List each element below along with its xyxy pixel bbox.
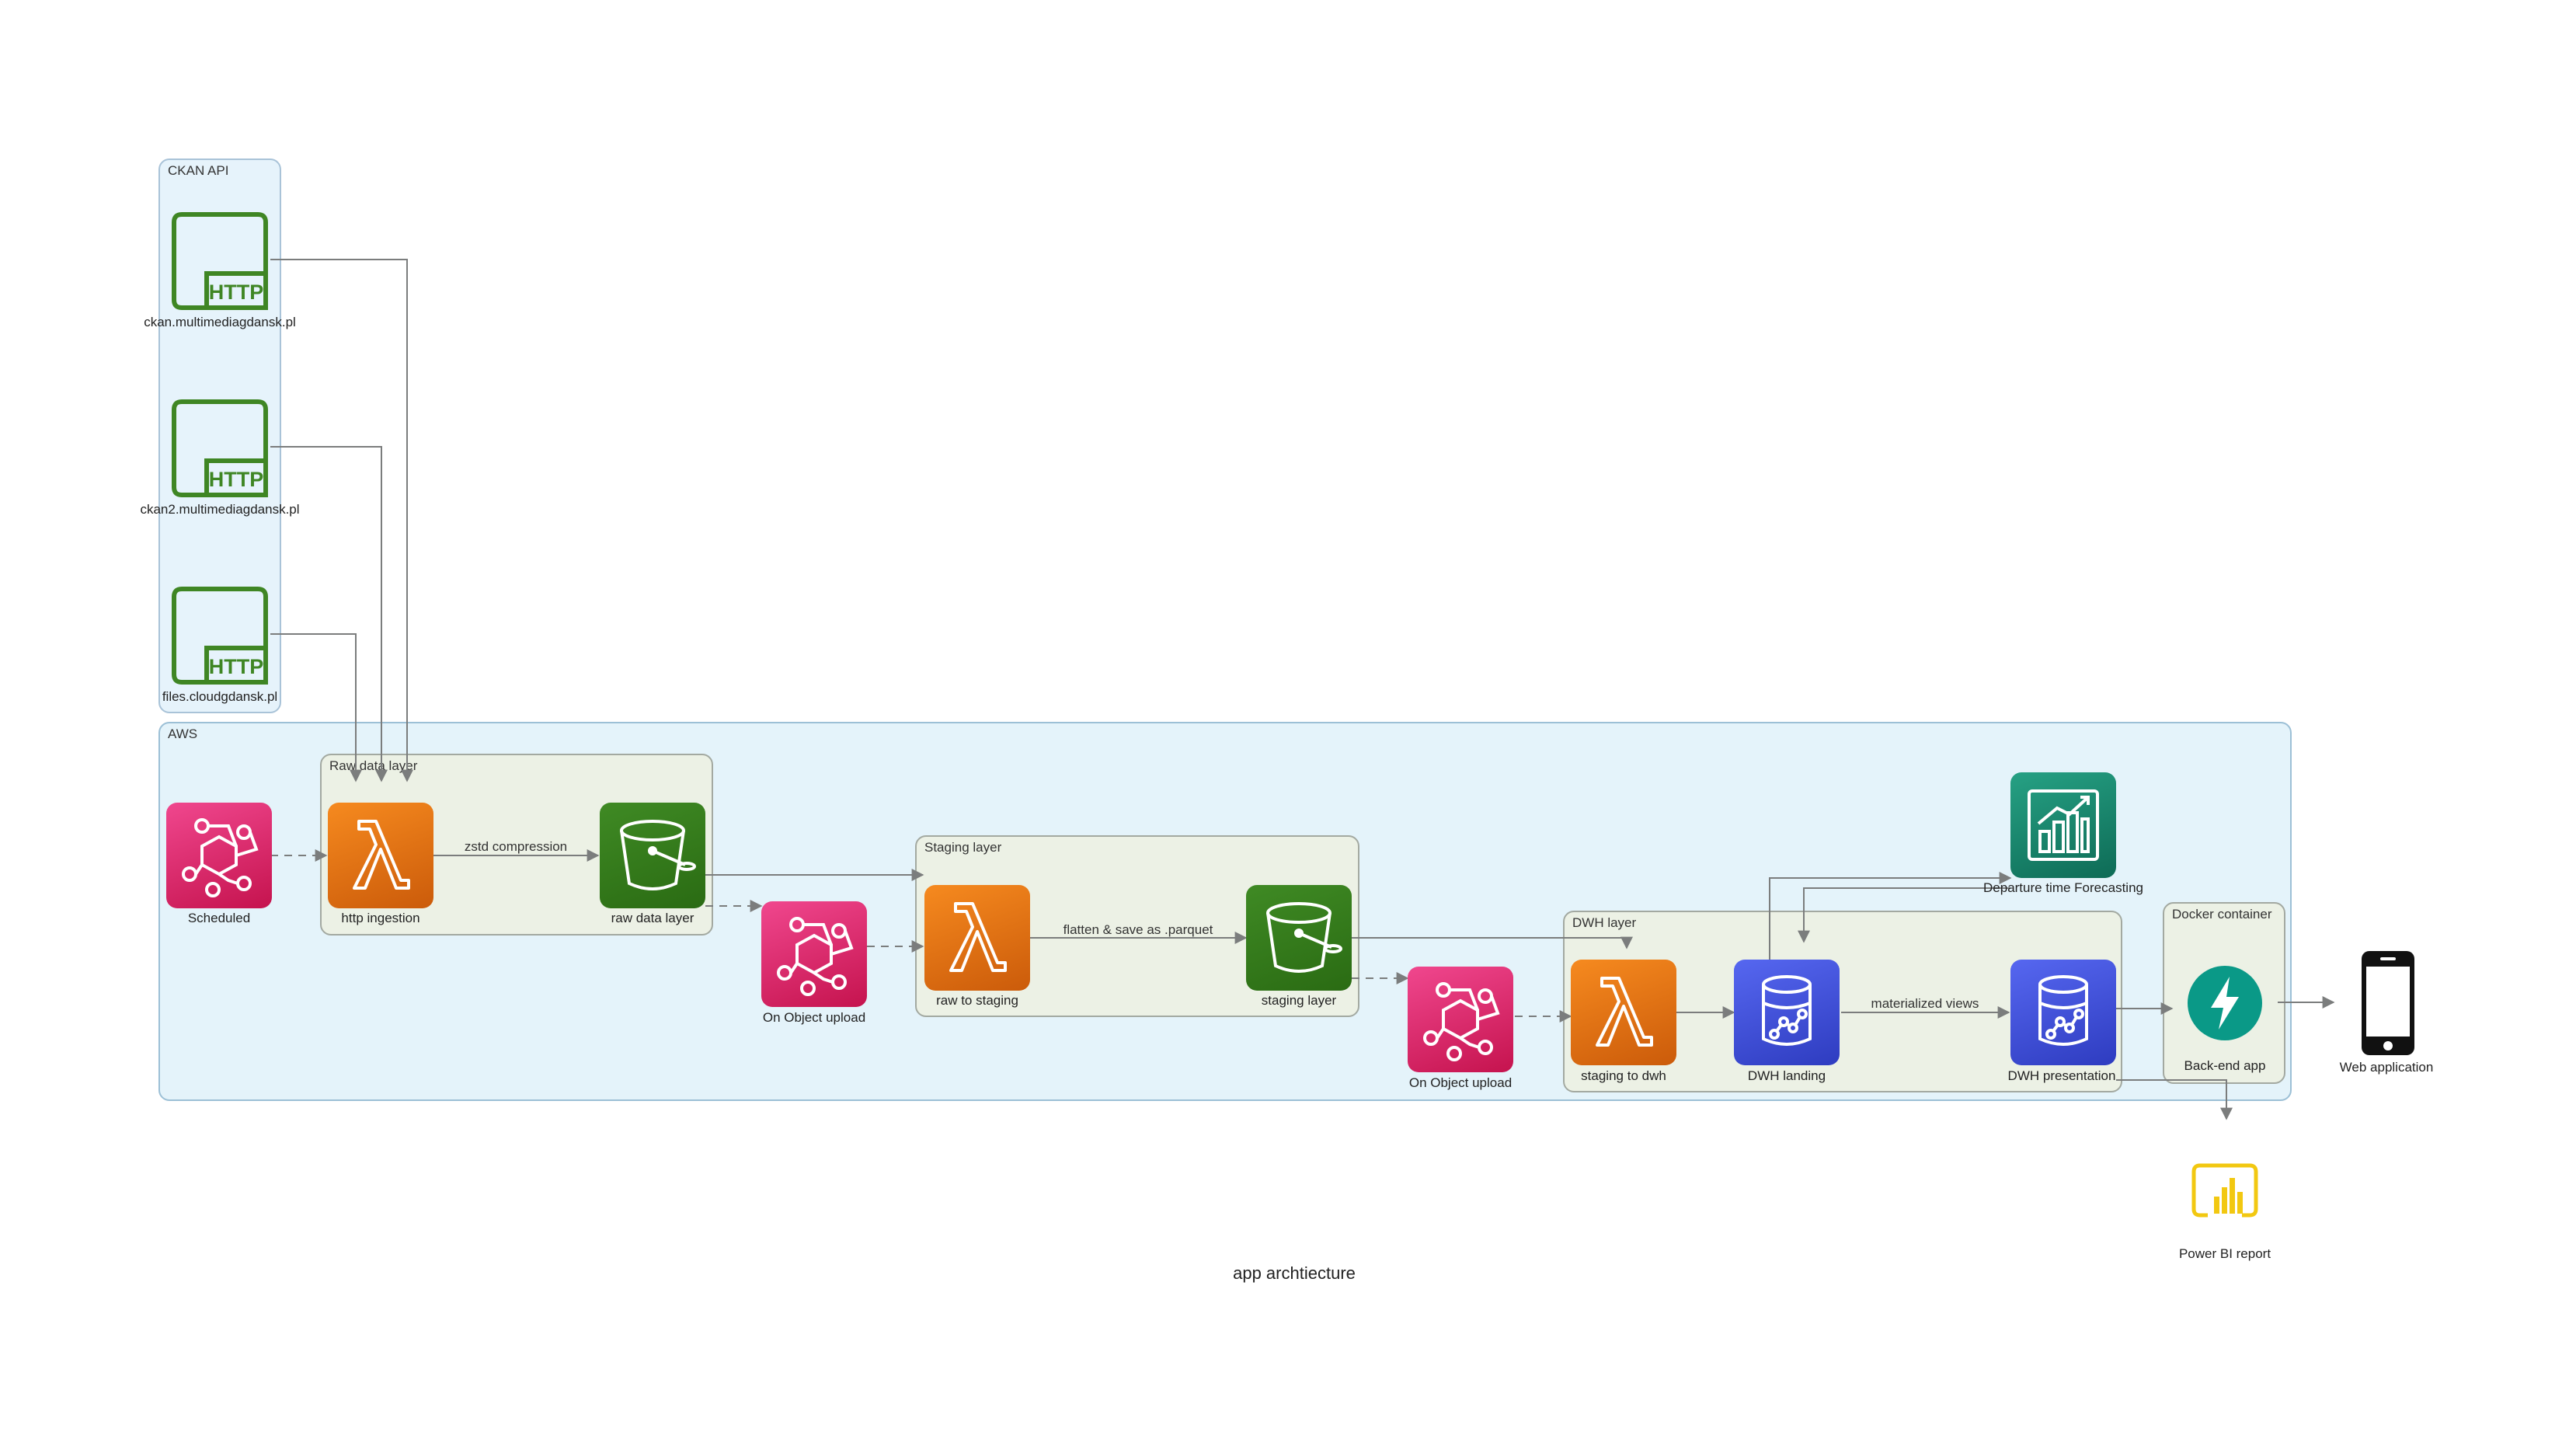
edge-forecast-to-landing	[1798, 887, 2010, 943]
node-label-ckan1: ckan.multimediagdansk.pl	[144, 315, 296, 329]
mobile-icon	[2358, 949, 2418, 1058]
http-icon: HTTP	[172, 587, 268, 685]
lambda-icon	[1571, 960, 1676, 1065]
edge-ckan2-ingestion	[270, 446, 388, 782]
eventbridge-icon	[761, 901, 867, 1007]
cluster-label: CKAN API	[168, 163, 229, 178]
node-label-scheduled: Scheduled	[187, 911, 251, 925]
node-label-power-bi: Power BI report	[2178, 1246, 2271, 1261]
cluster-label: Raw data layer	[329, 758, 418, 773]
svg-text:HTTP: HTTP	[209, 655, 264, 678]
powerbi-icon	[2189, 1161, 2261, 1223]
node-label-dwh-presentation: DWH presentation	[2007, 1068, 2116, 1083]
node-label-staging-layer: staging layer	[1261, 993, 1337, 1008]
cluster-label: Docker container	[2172, 907, 2272, 922]
forecast-icon	[2010, 772, 2116, 878]
edge-staging-to-dwh-cluster	[1352, 936, 1633, 949]
fastapi-icon	[2188, 966, 2262, 1040]
http-icon: HTTP	[172, 212, 268, 310]
cluster-ckan-api: CKAN API	[158, 159, 281, 713]
node-label-raw-data-layer: raw data layer	[611, 911, 694, 925]
node-label-on-upload-1: On Object upload	[762, 1010, 866, 1025]
edge-landing-to-forecast	[1769, 872, 2012, 961]
svg-text:HTTP: HTTP	[209, 468, 264, 491]
http-icon: HTTP	[172, 399, 268, 497]
lambda-icon	[924, 885, 1030, 991]
cluster-label: Staging layer	[924, 840, 1002, 855]
node-label-backend: Back-end app	[2184, 1058, 2266, 1073]
svg-text:HTTP: HTTP	[209, 280, 264, 304]
lambda-icon	[328, 803, 433, 908]
node-label-raw-to-staging: raw to staging	[936, 993, 1018, 1008]
node-label-http-ingestion: http ingestion	[341, 911, 420, 925]
cluster-label: DWH layer	[1572, 915, 1637, 930]
edge-files-ingestion	[270, 633, 362, 782]
s3-bucket-icon	[1246, 885, 1352, 991]
http-node-files: HTTP	[169, 584, 270, 685]
edge-label-flatten: flatten & save as .parquet	[1063, 922, 1213, 937]
rds-icon	[1734, 960, 1840, 1065]
node-label-dwh-landing: DWH landing	[1747, 1068, 1826, 1083]
edge-label-mviews: materialized views	[1871, 996, 1979, 1011]
node-label-forecasting: Departure time Forecasting	[1983, 880, 2143, 895]
http-node-ckan2: HTTP	[169, 397, 270, 498]
edge-label-zstd: zstd compression	[464, 839, 568, 854]
node-label-on-upload-2: On Object upload	[1408, 1075, 1513, 1090]
eventbridge-icon	[166, 803, 272, 908]
edge-presentation-powerbi	[2116, 1079, 2233, 1120]
s3-bucket-icon	[600, 803, 705, 908]
cluster-label: AWS	[168, 726, 198, 741]
node-label-staging-to-dwh: staging to dwh	[1581, 1068, 1666, 1083]
node-label-ckan2: ckan2.multimediagdansk.pl	[140, 502, 300, 517]
rds-icon	[2010, 960, 2116, 1065]
node-label-files: files.cloudgdansk.pl	[162, 689, 278, 704]
http-node-ckan: HTTP	[169, 210, 270, 311]
eventbridge-icon	[1408, 967, 1513, 1072]
edge-ckan1-ingestion	[270, 259, 413, 782]
node-label-web-app: Web application	[2339, 1060, 2434, 1075]
diagram-title: app archtiecture	[1233, 1263, 1356, 1283]
